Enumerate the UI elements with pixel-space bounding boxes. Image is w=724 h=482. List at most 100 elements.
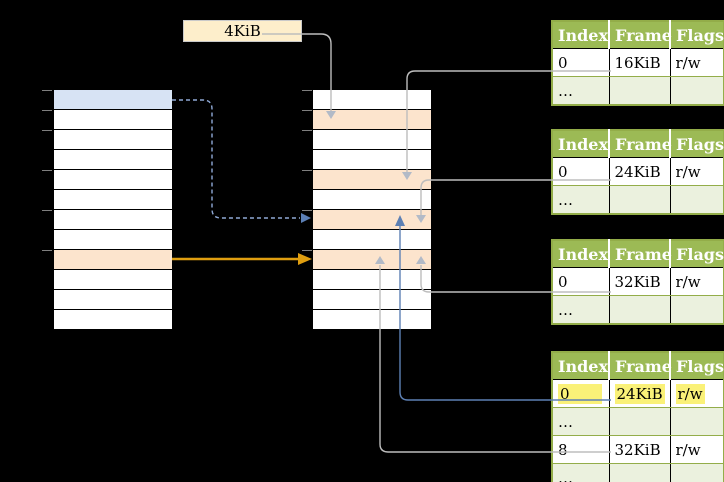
physical-memory-row (313, 190, 431, 210)
column-header: Frame (609, 240, 672, 268)
virtual-memory-row (54, 190, 172, 210)
virtual-memory-row (54, 270, 172, 290)
table-cell: 0 (552, 267, 610, 296)
arrow-virtual-orange-head (298, 253, 312, 265)
physical-memory-row (313, 170, 431, 190)
table-cell (670, 463, 724, 482)
virtual-memory-row (54, 150, 172, 170)
tick-mark (42, 210, 52, 211)
page-table-row: … (552, 463, 724, 482)
table-cell (609, 463, 671, 482)
column-header: Frame (609, 21, 672, 49)
table-cell: 32KiB (609, 435, 671, 464)
page-table-row: … (552, 295, 724, 324)
column-header: Flags (670, 21, 724, 49)
tick-mark (42, 170, 52, 171)
table-cell: r/w (670, 48, 724, 77)
table-cell: 0 (552, 379, 610, 408)
virtual-memory-row (54, 310, 172, 329)
column-header: Flags (670, 352, 724, 380)
table-cell: … (552, 295, 610, 324)
table-cell: r/w (670, 157, 724, 186)
page-table-row: … (552, 185, 724, 214)
table-cell: … (552, 185, 610, 214)
tick-mark (42, 250, 52, 251)
tick-mark (42, 130, 52, 131)
highlighted-value: 0 (558, 383, 602, 404)
highlighted-value: 24KiB (614, 383, 665, 404)
table-cell: … (552, 463, 610, 482)
table-cell: r/w (670, 267, 724, 296)
table-cell (609, 407, 671, 436)
tick-mark (42, 90, 52, 91)
table-cell: … (552, 76, 610, 105)
table-cell: r/w (670, 379, 724, 408)
column-header: Flags (670, 240, 724, 268)
page-size-box: 4KiB (183, 20, 302, 42)
physical-memory-row (313, 210, 431, 230)
table-cell: 24KiB (609, 157, 671, 186)
table-cell: 24KiB (609, 379, 671, 408)
virtual-memory-row (54, 250, 172, 270)
column-header: Index (552, 352, 610, 380)
physical-memory-row (313, 110, 431, 130)
physical-memory-row (313, 270, 431, 290)
physical-memory-row (313, 250, 431, 270)
table-cell: 8 (552, 435, 610, 464)
virtual-memory-row (54, 210, 172, 230)
page-table-row: … (552, 407, 724, 436)
tick-mark (302, 90, 312, 91)
virtual-memory-row (54, 290, 172, 310)
table-cell: … (552, 407, 610, 436)
physical-memory-row (313, 310, 431, 329)
table-cell: 0 (552, 157, 610, 186)
physical-memory-table (312, 89, 432, 330)
physical-memory-row (313, 230, 431, 250)
table-cell (670, 295, 724, 324)
arrow-virtual-dashed-head (301, 213, 311, 223)
physical-memory-row (313, 90, 431, 110)
virtual-memory-row (54, 130, 172, 150)
virtual-memory-row (54, 170, 172, 190)
table-cell (670, 407, 724, 436)
highlighted-value: r/w (675, 383, 705, 404)
column-header: Frame (609, 352, 672, 380)
tick-mark (302, 170, 312, 171)
page-table-row: … (552, 76, 724, 105)
physical-memory-row (313, 130, 431, 150)
table-cell: 0 (552, 48, 610, 77)
table-cell: 16KiB (609, 48, 671, 77)
table-cell (609, 185, 671, 214)
virtual-memory-row (54, 90, 172, 110)
table-cell (670, 185, 724, 214)
column-header: Index (552, 130, 610, 158)
column-header: Flags (670, 130, 724, 158)
physical-memory-row (313, 290, 431, 310)
tick-mark (302, 210, 312, 211)
page-size-label: 4KiB (224, 22, 261, 40)
table-cell (670, 76, 724, 105)
virtual-memory-row (54, 110, 172, 130)
tick-mark (42, 110, 52, 111)
physical-memory-row (313, 150, 431, 170)
tick-mark (302, 130, 312, 131)
arrow-virtual-dashed-line (172, 99, 300, 219)
table-cell (609, 76, 671, 105)
tick-mark (302, 250, 312, 251)
column-header: Frame (609, 130, 672, 158)
column-header: Index (552, 240, 610, 268)
tick-mark (302, 110, 312, 111)
virtual-memory-table (53, 89, 173, 330)
page-table-row: 0 24KiB r/w (552, 379, 724, 408)
table-cell (609, 295, 671, 324)
table-cell: r/w (670, 435, 724, 464)
